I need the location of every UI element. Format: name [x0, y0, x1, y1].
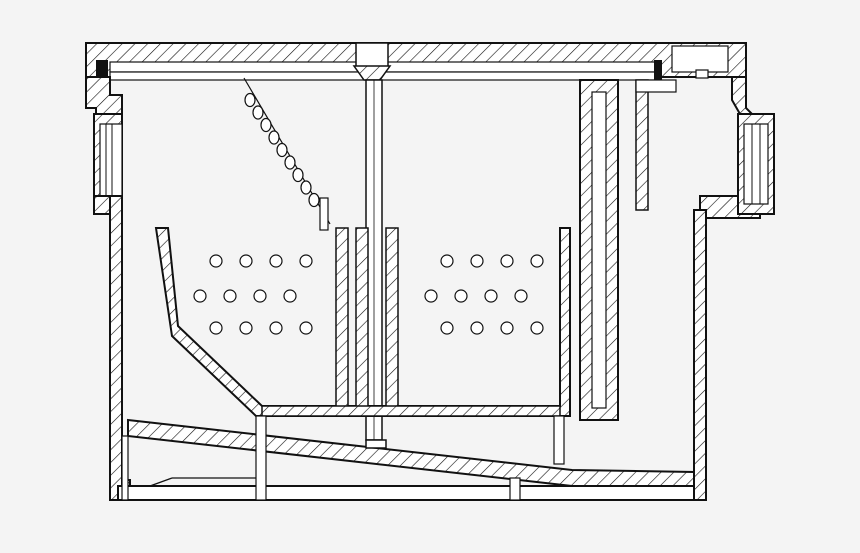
outlet-vent-bracket — [635, 79, 677, 93]
center-shaft — [352, 42, 392, 449]
perforation-hole — [440, 321, 454, 335]
perforation-hole — [269, 321, 283, 335]
lid-gasket-right — [654, 60, 662, 80]
perforations-left — [193, 254, 313, 335]
outlet-baffle — [579, 79, 677, 421]
chain-link — [300, 180, 312, 195]
chain-link — [268, 130, 280, 145]
shaft-top-mount — [355, 42, 389, 68]
chain-hook — [319, 197, 329, 231]
basket-center-divider-right — [385, 227, 399, 409]
inlet-nozzle-bore — [99, 123, 123, 203]
perforation-hole — [454, 289, 468, 303]
basket-support-leg-right — [553, 415, 565, 465]
chain-link — [244, 92, 256, 108]
chain-link — [308, 192, 320, 208]
tank-floor — [117, 485, 701, 501]
basket-outer-wall — [154, 227, 571, 417]
chain-link — [276, 142, 288, 158]
outlet-flow-tube-bore — [591, 91, 607, 409]
shaft-bottom-nut — [365, 439, 387, 449]
outlet-vent-pipe — [635, 79, 649, 211]
lid-right-cavity-notch — [695, 69, 709, 79]
basket-support-leg-center — [509, 477, 521, 501]
perforations-right — [424, 254, 544, 335]
perforation-hole — [209, 254, 223, 268]
perforation-hole — [470, 321, 484, 335]
strainer-basket — [154, 227, 571, 501]
left-wall-column — [109, 195, 123, 501]
basket-shaft-sleeve — [355, 227, 369, 409]
lifting-chain — [243, 77, 331, 231]
perforation-hole — [484, 289, 498, 303]
perforation-hole — [209, 321, 223, 335]
perforation-hole — [470, 254, 484, 268]
perforation-hole — [424, 289, 438, 303]
perforation-hole — [269, 254, 283, 268]
left-bottom-step — [121, 435, 129, 501]
floor-ramp-line — [149, 477, 173, 487]
perforation-hole — [500, 254, 514, 268]
chain-link — [252, 105, 264, 120]
perforation-hole — [193, 289, 207, 303]
basket-support-leg-left — [255, 415, 267, 501]
perforation-hole — [530, 254, 544, 268]
basket-floor — [261, 405, 561, 417]
chain-link — [292, 167, 304, 183]
perforation-hole — [253, 289, 267, 303]
perforation-hole — [283, 289, 297, 303]
outlet-nozzle-bore — [743, 123, 769, 205]
bottom-baffle — [121, 418, 695, 501]
perforation-hole — [239, 254, 253, 268]
perforation-hole — [239, 321, 253, 335]
lid-right-cavity — [671, 45, 729, 73]
perforation-hole — [514, 289, 528, 303]
chain-link — [284, 155, 296, 170]
basket-center-divider-left — [335, 227, 349, 409]
perforation-hole — [223, 289, 237, 303]
chain-link — [260, 117, 272, 133]
perforation-hole — [500, 321, 514, 335]
perforation-hole — [440, 254, 454, 268]
perforation-hole — [299, 254, 313, 268]
right-wall-lower — [693, 209, 707, 501]
perforation-hole — [530, 321, 544, 335]
perforation-hole — [299, 321, 313, 335]
